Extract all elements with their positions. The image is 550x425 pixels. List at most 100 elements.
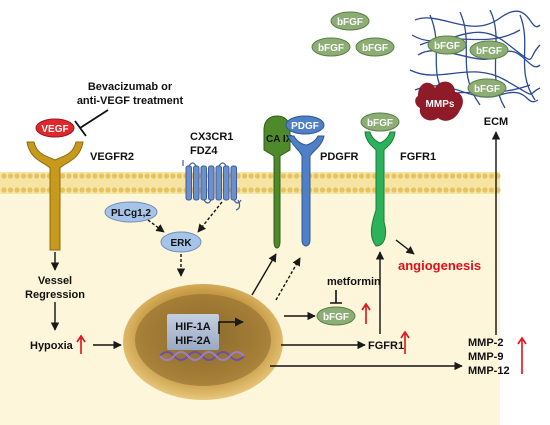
lipid-head [66, 173, 72, 179]
lipid-head [163, 173, 170, 179]
lipid-head [254, 173, 261, 179]
mmps-label: MMPs [426, 99, 455, 110]
regression-label: Regression [25, 289, 85, 301]
nucleus-to-caix-arrow [251, 253, 277, 296]
lipid-head [417, 187, 423, 193]
lipid-head [410, 173, 417, 179]
lipid-head [293, 173, 300, 179]
lipid-head [384, 187, 391, 193]
lipid-head [443, 173, 449, 179]
lipid-head [59, 173, 66, 179]
gpcr-helix [215, 165, 222, 201]
lipid-head [365, 173, 371, 179]
fgfr1-to-angiogenesis-arrow [395, 239, 415, 255]
lipid-head [449, 173, 456, 179]
ecm-bfgf-1 [427, 35, 467, 55]
lipid-head [14, 173, 20, 179]
lipid-head [248, 173, 254, 179]
lipid-head [436, 187, 443, 193]
lipid-head [280, 173, 287, 179]
lipid-head [469, 187, 475, 193]
lipid-head [157, 173, 163, 179]
lipid-head [449, 187, 456, 193]
lipid-head [293, 187, 300, 193]
gpcr-helix [185, 165, 192, 201]
ecm-bfgf-3-label: bFGF [474, 84, 500, 95]
mmp9-label: MMP-9 [468, 351, 503, 363]
lipid-head [248, 187, 254, 193]
vegfr2-receptor [26, 141, 84, 251]
lipid-head [131, 173, 137, 179]
lipid-head [404, 187, 410, 193]
lipid-head [124, 187, 131, 193]
lipid-head [98, 173, 105, 179]
lipid-head [339, 187, 345, 193]
fgfr1-label: FGFR1 [400, 151, 436, 163]
lipid-head [170, 173, 176, 179]
lipid-head [482, 173, 488, 179]
lipid-head [72, 173, 79, 179]
ecm-bfgf-2 [469, 40, 509, 60]
mmp2-label: MMP-2 [468, 337, 503, 349]
mmp-up-arrow [517, 336, 527, 374]
gpcr-helix [193, 165, 200, 201]
ecm-bfgf-1-label: bFGF [434, 41, 460, 52]
output-bfgf-up-arrow [361, 302, 371, 324]
lipid-head [118, 173, 124, 179]
lipid-head [144, 173, 150, 179]
lipid-head [345, 173, 352, 179]
lipid-head [469, 173, 475, 179]
erk-node [160, 231, 202, 253]
lipid-head [404, 173, 410, 179]
hif-box [167, 314, 219, 350]
free-bfgf-3-label: bFGF [362, 43, 388, 54]
metformin-label: metformin [327, 276, 381, 288]
lipid-head [79, 173, 85, 179]
lipid-head [410, 187, 417, 193]
lipid-head [40, 187, 46, 193]
free-bfgf-3 [355, 37, 395, 57]
free-bfgf-1 [330, 11, 370, 31]
nucleus-to-pdgfr-arrow [275, 257, 301, 301]
lipid-head [150, 187, 157, 193]
lipid-head [482, 187, 488, 193]
lipid-head [326, 173, 332, 179]
lipid-head [423, 187, 430, 193]
lipid-head [475, 187, 482, 193]
lipid-head [7, 173, 14, 179]
cx3cr1-label: CX3CR1 [190, 131, 233, 143]
lipid-head [345, 187, 352, 193]
lipid-head [462, 173, 469, 179]
pdgf-ligand [285, 115, 325, 135]
plcg-node [104, 201, 158, 223]
lipid-head [456, 187, 462, 193]
lipid-head [111, 173, 118, 179]
cell-membrane [0, 172, 501, 194]
lipid-head [391, 187, 397, 193]
lipid-head [157, 187, 163, 193]
lipid-head [456, 173, 462, 179]
mmp12-label: MMP-12 [468, 365, 510, 377]
treatment-line2: anti-VEGF treatment [77, 95, 184, 107]
lipid-head [33, 173, 40, 179]
lipid-head [105, 187, 111, 193]
lipid-head [137, 187, 144, 193]
gpcr-helix [223, 165, 230, 201]
lipid-head [118, 187, 124, 193]
lipid-head [111, 187, 118, 193]
lipid-head [150, 173, 157, 179]
lipid-head [397, 173, 404, 179]
gpcr-receptor [182, 160, 242, 211]
vegf-label: VEGF [41, 124, 68, 135]
lipid-head [417, 173, 423, 179]
pdgfr-label: PDGFR [320, 151, 359, 163]
vessel-label: Vessel [38, 275, 72, 287]
treatment-inhibition [74, 109, 109, 137]
lipid-head [1, 173, 7, 179]
lipid-head [33, 187, 40, 193]
caix-label: CA IX [266, 134, 293, 145]
ecm-bfgf-2-label: bFGF [476, 46, 502, 57]
lipid-head [423, 173, 430, 179]
lipid-head [27, 173, 33, 179]
